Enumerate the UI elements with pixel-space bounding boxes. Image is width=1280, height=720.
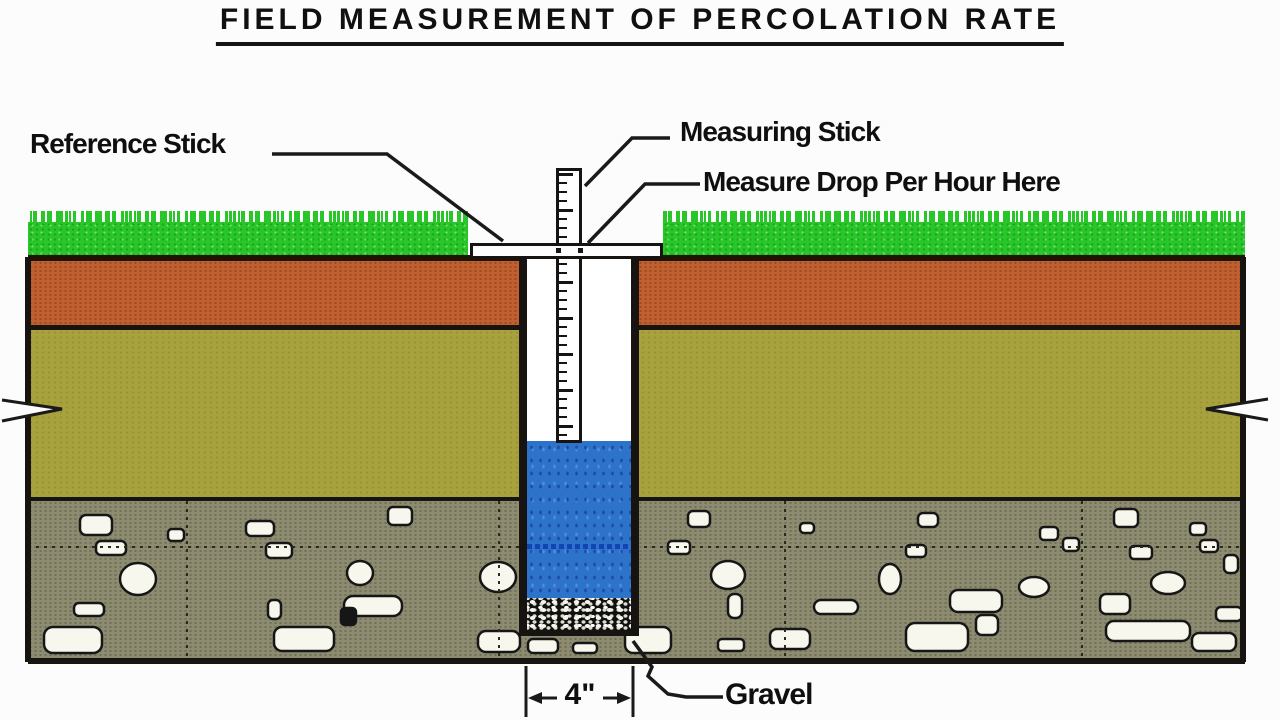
grass-right [663, 211, 1245, 255]
hole-width-label: 4" [564, 678, 596, 711]
water [527, 441, 631, 598]
dimension-arrow-right [617, 692, 631, 704]
ruler-mark [556, 248, 561, 253]
section-right-border [1240, 257, 1246, 662]
measure-drop-label: Measure Drop Per Hour Here [703, 166, 1061, 197]
measuring-stick-leader-line [583, 136, 670, 188]
page-title: FIELD MEASUREMENT OF PERCOLATION RATE [215, 3, 1065, 46]
ruler-mark [578, 248, 583, 253]
grass-left [28, 211, 468, 255]
gravel-label: Gravel [725, 678, 813, 711]
water-level-line [527, 544, 631, 549]
section-left-border [25, 257, 31, 662]
dimension-arrow-left [528, 692, 542, 704]
reference-stick-label: Reference Stick [30, 128, 226, 159]
ground-bottom-line [28, 658, 1245, 664]
measuring-stick-label: Measuring Stick [680, 116, 881, 147]
gravel-fill [527, 598, 631, 630]
stones [42, 505, 1244, 655]
measuring-stick-ruler [556, 168, 582, 443]
reference-stick-bar [470, 243, 663, 259]
